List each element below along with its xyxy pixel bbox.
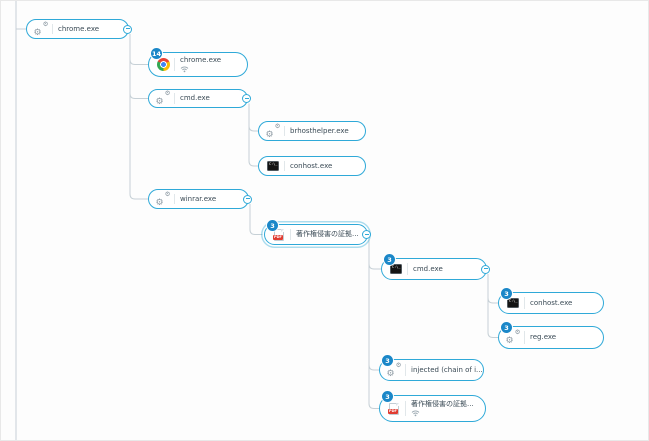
process-icon-box bbox=[154, 53, 172, 76]
process-icon-box: C:\_ bbox=[264, 157, 282, 175]
process-name-label: brhosthelper.exe bbox=[290, 126, 349, 135]
process-text-column: injected (chain of i... bbox=[406, 366, 483, 375]
process-text-column: conhost.exe bbox=[285, 162, 365, 171]
process-icon-box: PDF bbox=[270, 225, 288, 244]
icon-label-divider bbox=[405, 364, 406, 376]
process-icon-box: ⚙⚙ bbox=[154, 90, 172, 107]
chrome-icon bbox=[156, 58, 170, 71]
pdf-icon: PDF bbox=[273, 228, 284, 241]
network-icon bbox=[180, 65, 247, 73]
process-name-label: 著作権侵害の証拠... bbox=[296, 230, 359, 239]
icon-label-divider bbox=[174, 193, 175, 205]
process-text-column: brhosthelper.exe bbox=[285, 127, 365, 136]
process-name-label: cmd.exe bbox=[180, 94, 210, 103]
console-icon: C:\_ bbox=[267, 161, 279, 171]
process-text-column: chrome.exe bbox=[175, 56, 247, 73]
process-node-brhosthelper[interactable]: ⚙⚙ brhosthelper.exe bbox=[258, 121, 366, 141]
process-icon-box: ⚙⚙ bbox=[154, 190, 172, 208]
gears-icon: ⚙⚙ bbox=[265, 121, 281, 140]
process-text-column: winrar.exe bbox=[175, 195, 248, 204]
icon-label-divider bbox=[407, 263, 408, 275]
gears-icon: ⚙⚙ bbox=[155, 89, 171, 107]
process-icon-box: PDF bbox=[385, 396, 403, 421]
icon-label-divider bbox=[284, 160, 285, 172]
icon-label-divider bbox=[524, 297, 525, 309]
icon-label-divider bbox=[405, 401, 406, 416]
process-name-label: cmd.exe bbox=[413, 264, 443, 273]
network-icon bbox=[411, 409, 485, 417]
process-name-label: 著作権侵害の証拠... bbox=[411, 400, 474, 409]
icon-label-divider bbox=[524, 331, 525, 344]
process-text-column: 著作権侵害の証拠... bbox=[406, 400, 485, 417]
icon-label-divider bbox=[284, 125, 285, 137]
icon-label-divider bbox=[174, 57, 175, 72]
event-count-badge: 3 bbox=[383, 253, 396, 266]
process-text-column: conhost.exe bbox=[525, 299, 603, 308]
collapse-minus-button[interactable] bbox=[481, 264, 490, 274]
process-icon-box: ⚙⚙ bbox=[385, 360, 403, 380]
console-icon: C:\_ bbox=[507, 298, 519, 308]
process-icon-box: C:\_ bbox=[387, 259, 405, 279]
process-name-label: reg.exe bbox=[530, 333, 557, 342]
process-node-winrar[interactable]: ⚙⚙ winrar.exe bbox=[148, 189, 252, 209]
process-text-column: chrome.exe bbox=[53, 25, 128, 34]
collapse-minus-button[interactable] bbox=[242, 94, 251, 103]
process-node-conhost-1[interactable]: C:\_ conhost.exe bbox=[258, 156, 366, 176]
event-count-badge: 14 bbox=[150, 47, 163, 60]
icon-label-divider bbox=[174, 93, 175, 104]
console-icon: C:\_ bbox=[390, 264, 402, 274]
gears-icon: ⚙⚙ bbox=[155, 189, 171, 208]
process-node-reg-3[interactable]: 3⚙⚙ reg.exe bbox=[498, 321, 604, 349]
process-name-label: conhost.exe bbox=[530, 298, 573, 307]
process-node-cmd-1[interactable]: ⚙⚙ cmd.exe bbox=[148, 89, 251, 108]
process-text-column: reg.exe bbox=[525, 333, 603, 342]
process-name-label: chrome.exe bbox=[58, 24, 100, 33]
process-name-label: conhost.exe bbox=[290, 161, 333, 170]
event-count-badge: 3 bbox=[266, 219, 279, 232]
pdf-icon: PDF bbox=[388, 402, 399, 415]
gears-icon: ⚙⚙ bbox=[33, 19, 49, 38]
process-icon-box: C:\_ bbox=[504, 293, 522, 313]
process-node-chrome-child[interactable]: 14 chrome.exe bbox=[148, 47, 248, 77]
gears-icon: ⚙⚙ bbox=[386, 360, 402, 379]
event-count-badge: 3 bbox=[500, 321, 513, 334]
process-icon-box: ⚙⚙ bbox=[504, 327, 522, 348]
process-text-column: 著作権侵害の証拠... bbox=[291, 230, 367, 239]
process-name-label: chrome.exe bbox=[180, 56, 222, 65]
process-icon-box: ⚙⚙ bbox=[32, 20, 50, 38]
event-count-badge: 3 bbox=[381, 390, 394, 403]
collapse-minus-button[interactable] bbox=[123, 24, 132, 34]
event-count-badge: 3 bbox=[500, 287, 513, 300]
process-text-column: cmd.exe bbox=[408, 265, 486, 274]
process-name-label: winrar.exe bbox=[180, 194, 217, 203]
gears-icon: ⚙⚙ bbox=[505, 328, 521, 346]
process-name-label: injected (chain of i... bbox=[411, 365, 483, 374]
icon-label-divider bbox=[52, 23, 53, 35]
event-count-badge: 3 bbox=[381, 354, 394, 367]
collapse-minus-button[interactable] bbox=[362, 230, 371, 239]
icon-label-divider bbox=[290, 228, 291, 241]
process-text-column: cmd.exe bbox=[175, 94, 247, 103]
collapse-minus-button[interactable] bbox=[243, 194, 252, 204]
process-icon-box: ⚙⚙ bbox=[264, 122, 282, 140]
process-node-injected[interactable]: 3⚙⚙ injected (chain of i... bbox=[379, 354, 484, 381]
process-node-chrome-root[interactable]: ⚙⚙ chrome.exe bbox=[26, 19, 132, 39]
